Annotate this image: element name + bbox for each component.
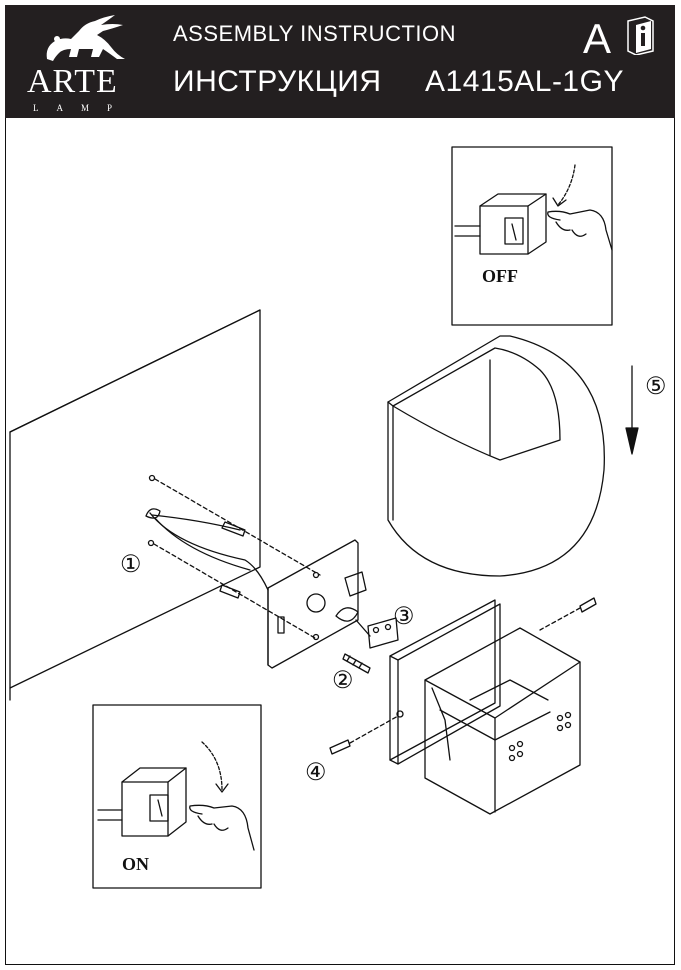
doc-letter: A: [583, 15, 612, 62]
switch-on-box: [97, 767, 187, 837]
brand-sub: LAMP: [33, 103, 131, 113]
lamp-shade: [387, 335, 605, 577]
mounting-plate: [267, 539, 359, 669]
model-number: A1415AL-1GY: [425, 65, 624, 98]
step-1-marker: ①: [120, 552, 142, 578]
wall-wires: [145, 474, 321, 639]
step-4-marker: ④: [305, 760, 327, 786]
title-english: ASSEMBLY INSTRUCTION: [173, 21, 457, 46]
lamp-body: [424, 627, 581, 815]
griffin-logo-icon: [46, 15, 125, 61]
header-bar: ARTE LAMP ASSEMBLY INSTRUCTION ИНСТРУКЦИ…: [5, 5, 675, 118]
step-2-marker: ②: [332, 668, 354, 694]
switch-off-hand-icon: [547, 209, 613, 251]
switch-on-frame: [92, 704, 262, 889]
info-book-icon: [627, 16, 654, 55]
brand-name: ARTE: [27, 63, 118, 100]
step-3-marker: ③: [393, 604, 415, 630]
switch-on-label: ON: [122, 854, 149, 874]
switch-on-hand-icon: [189, 804, 255, 851]
switch-off-arrow-icon: [557, 164, 576, 206]
lamp-back-plate: [389, 599, 501, 765]
switch-off-frame: [451, 146, 613, 326]
step-5-marker: ⑤: [645, 374, 667, 400]
wall-panel: [9, 309, 261, 701]
screw-4: [329, 715, 399, 755]
screw-2: [342, 653, 371, 674]
title-russian: ИНСТРУКЦИЯ: [173, 65, 382, 98]
switch-off-box: [454, 193, 547, 255]
terminal-block: [335, 571, 399, 649]
switch-off-label: OFF: [482, 266, 518, 286]
screw-top: [539, 597, 597, 631]
arrow-down-icon: [625, 365, 639, 455]
switch-on-arrow-icon: [201, 741, 223, 791]
